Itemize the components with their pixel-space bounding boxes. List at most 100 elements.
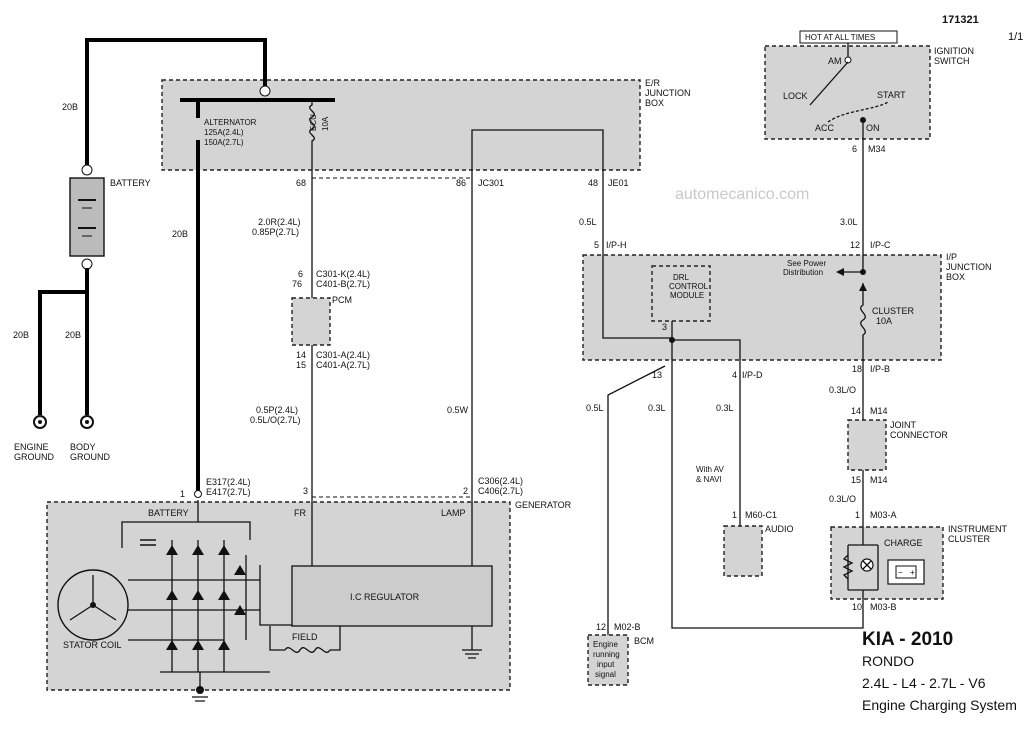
field-label: FIELD [292, 632, 318, 642]
battery-stud-terminal [259, 85, 271, 97]
er-box-label: BOX [645, 98, 664, 108]
joint-bottom-pin: 15 [851, 475, 861, 485]
wire-engine-ground: 20B [13, 330, 29, 340]
stator-coil-symbol [57, 569, 129, 641]
ignition-switch-arm [809, 61, 849, 106]
alt-main-wire-label: 20B [172, 229, 188, 239]
ip-pin-13: 13 [652, 370, 662, 380]
bcm-conn: M02-B [614, 622, 641, 632]
cluster-return-wire [671, 360, 864, 629]
ignition-switch-label: IGNITION [934, 46, 974, 56]
ecu-wire-label: 2.0R(2.4L) [258, 217, 301, 227]
stator-dot [90, 602, 96, 608]
pcm-out-wire-label: 0.5L/O(2.7L) [250, 415, 301, 425]
generator-ground-icon [192, 672, 208, 702]
gen-conn-1: E317(2.4L) [206, 477, 251, 487]
battery-warning-minus: − [898, 568, 903, 577]
body-ground-label: GROUND [70, 452, 110, 462]
battery-warning-icon [887, 559, 925, 585]
generator-pin-1 [194, 490, 202, 498]
bcm-note: signal [595, 670, 616, 679]
wire-battery-top: 20B [62, 102, 78, 112]
title-model: RONDO [862, 653, 914, 669]
bcm-note: Engine [593, 640, 618, 649]
drl-label: MODULE [670, 291, 704, 300]
title-system: Engine Charging System [862, 697, 1017, 713]
cluster-label: INSTRUMENT [948, 524, 1007, 534]
stator-winding [69, 575, 117, 621]
er-junction-box [161, 79, 641, 171]
arrow-left-icon [836, 268, 844, 276]
audio-pin: 1 [732, 510, 737, 520]
body-ground-label: BODY [70, 442, 96, 452]
pcm-conn: C401-A(2.7L) [316, 360, 370, 370]
joint-top-pin: 14 [851, 406, 861, 416]
bcm-wire-label: 0.5L [586, 403, 604, 413]
cluster-fuse-label: CLUSTER [872, 306, 915, 316]
gen-conn-2: C306(2.4L) [478, 476, 523, 486]
switch-path [827, 101, 889, 123]
drl-label: DRL [673, 273, 690, 282]
document-number: 171321 [942, 14, 979, 26]
field-coil [284, 626, 341, 653]
lamp-wire-label: 0.5W [447, 405, 469, 415]
ign-lock: LOCK [783, 91, 808, 101]
cluster-top-conn: M03-A [870, 510, 897, 520]
switch-contact [860, 117, 866, 123]
drl-wire-label: 0.3L [648, 403, 666, 413]
conn-je01: JE01 [608, 178, 629, 188]
cluster-top-pin: 1 [855, 510, 860, 520]
gen-pin-3: 3 [303, 486, 308, 496]
engine-ground-icon [33, 415, 47, 429]
ip-pin-18: 18 [852, 364, 862, 374]
engine-ground-label: ENGINE [14, 442, 49, 452]
pin-86: 86 [456, 178, 466, 188]
audio-note: With AV [696, 465, 725, 474]
ign-acc: ACC [815, 123, 835, 133]
drl-pin: 3 [662, 322, 667, 332]
audio-wire-label: 0.3L [716, 403, 734, 413]
ip-box-label: BOX [946, 272, 965, 282]
bcm-wire [607, 365, 666, 635]
title-make: KIA - 2010 [862, 629, 953, 650]
pin-68: 68 [296, 178, 306, 188]
pcm-conn: C301-K(2.4L) [316, 269, 370, 279]
bcm-note: running [593, 650, 620, 659]
rectifier-bridge [160, 540, 270, 673]
pcm-label: PCM [332, 295, 352, 305]
gen-fr-terminal: FR [294, 508, 306, 518]
engine-ground-cable [38, 268, 89, 415]
resistor-symbol [842, 554, 854, 580]
regulator-ground-icon [462, 626, 482, 659]
field-wire [269, 626, 285, 651]
ip-junction-box [582, 254, 942, 361]
bcm-label: BCM [634, 636, 654, 646]
gen-battery-bus [121, 500, 199, 548]
ip-box-label: I/P [946, 252, 957, 262]
ic-regulator-label: I.C REGULATOR [350, 592, 420, 602]
junction-dot [669, 337, 675, 343]
cluster-fuse-rating: 10A [876, 316, 892, 326]
ic-regulator [291, 565, 493, 627]
battery-label: BATTERY [110, 178, 151, 188]
joint-bottom-conn: M14 [870, 475, 888, 485]
ip-box-label: JUNCTION [946, 262, 992, 272]
stator-coil-label: STATOR COIL [63, 640, 122, 650]
alternator-fuse-rating: 150A(2.7L) [204, 138, 244, 147]
drl-control-module [651, 265, 711, 322]
ign-on: ON [866, 123, 880, 133]
bcm-box [587, 634, 629, 686]
er-box-label: E/R [645, 78, 661, 88]
pcm-box [291, 297, 331, 346]
ip-conn-c: I/P-C [870, 240, 891, 250]
body-ground-icon [80, 415, 94, 429]
ip-conn-d: I/P-D [742, 370, 763, 380]
joint-out-wire-label: 0.3L/O [829, 494, 856, 504]
regulator-feed-wire [311, 500, 473, 566]
cluster-bottom-pin: 10 [852, 602, 862, 612]
ip-pin-12: 12 [850, 240, 860, 250]
cluster-bottom-conn: M03-B [870, 602, 897, 612]
cluster-fuse-symbol [860, 283, 866, 360]
audio-conn: M60-C1 [745, 510, 777, 520]
ground-dot [38, 420, 42, 424]
